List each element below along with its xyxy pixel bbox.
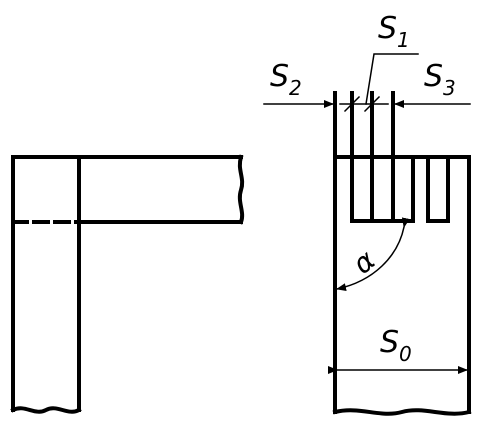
alpha-label: α — [346, 243, 382, 280]
dimension-s0: S0 — [328, 325, 468, 374]
s0-label: S0 — [380, 325, 412, 366]
horizontal-plate-break-line — [237, 154, 245, 225]
s1-leader-line — [365, 53, 419, 105]
section-break-line — [332, 408, 472, 416]
tooth-1 — [350, 155, 374, 223]
tooth-3 — [426, 155, 450, 223]
left-joint-view — [10, 154, 245, 414]
dimension-s3: S3 — [394, 59, 471, 108]
tooth-2 — [391, 155, 415, 223]
vertical-plate-outline — [11, 155, 243, 412]
dimension-s1: S1 — [339, 11, 419, 113]
s1-tick-2 — [363, 95, 381, 113]
s2-label: S2 — [270, 59, 302, 100]
angle-alpha: α — [336, 217, 410, 292]
s1-tick-1 — [343, 95, 361, 113]
vertical-plate-break-line — [10, 406, 82, 414]
dimension-s2: S2 — [263, 59, 334, 108]
alpha-arc — [336, 217, 410, 292]
s1-label: S1 — [378, 11, 410, 52]
s3-label: S3 — [424, 59, 456, 100]
